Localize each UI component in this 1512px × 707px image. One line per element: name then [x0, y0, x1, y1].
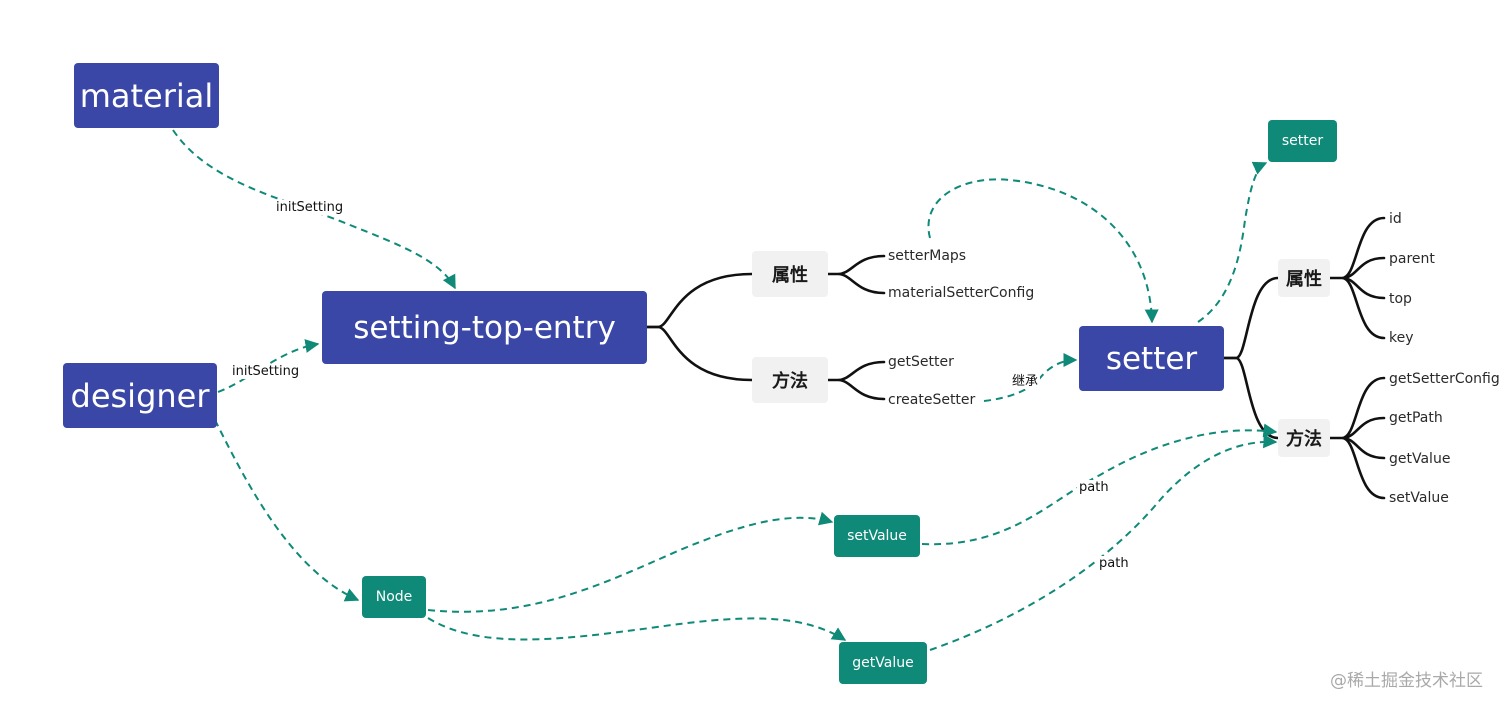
leaf-top[interactable]: top [1389, 291, 1412, 307]
link-settermaps-to-setter [927, 178, 1159, 324]
link-node-to-getvalue [427, 617, 847, 641]
material-node[interactable]: material [74, 63, 219, 128]
setter-small-node[interactable]: setter [1268, 120, 1337, 162]
link-setvalue-to-methods [921, 423, 1278, 546]
setter-node[interactable]: setter [1079, 326, 1224, 391]
leaf-settermaps[interactable]: setterMaps [888, 248, 967, 264]
setter-methods-group[interactable]: 方法 [1278, 419, 1330, 457]
link-getvalue-to-methods [929, 434, 1278, 651]
branch-ste-methods-leaves [826, 360, 886, 401]
leaf-key[interactable]: key [1389, 330, 1414, 346]
designer-node[interactable]: designer [63, 363, 217, 428]
edge-label-path-getvalue: path [1097, 556, 1131, 571]
getvalue-node[interactable]: getValue [839, 642, 927, 684]
branch-ste-to-props [645, 272, 754, 329]
leaf-getsetterconfig[interactable]: getSetterConfig [1389, 371, 1500, 387]
setting-top-entry-node[interactable]: setting-top-entry [322, 291, 647, 364]
leaf-setvalue[interactable]: setValue [1389, 490, 1449, 506]
leaf-createsetter[interactable]: createSetter [888, 392, 976, 408]
leaf-parent[interactable]: parent [1389, 251, 1435, 267]
link-designer-to-node [214, 419, 360, 602]
ste-methods-group[interactable]: 方法 [752, 357, 828, 403]
link-node-to-setvalue [427, 511, 834, 613]
edge-label-path-setvalue: path [1077, 480, 1111, 495]
edge-label-designer-initsetting: initSetting [230, 364, 302, 379]
branch-setter-props-leaves [1328, 216, 1386, 340]
node-node[interactable]: Node [362, 576, 426, 618]
ste-props-group[interactable]: 属性 [752, 251, 828, 297]
leaf-getvalue[interactable]: getValue [1389, 451, 1451, 467]
leaf-materialsetterconfig[interactable]: materialSetterConfig [888, 285, 1035, 301]
edge-label-inherit: 继承 [1010, 374, 1041, 389]
branch-ste-to-methods [645, 325, 754, 382]
branch-setter-to-methods [1222, 356, 1280, 440]
leaf-getsetter[interactable]: getSetter [888, 354, 954, 370]
watermark: @稀土掘金技术社区 [1330, 671, 1483, 691]
link-material-to-ste [172, 129, 456, 290]
setter-props-group[interactable]: 属性 [1278, 259, 1330, 297]
edge-label-material-initsetting: initSetting [274, 200, 346, 215]
setvalue-node[interactable]: setValue [834, 515, 920, 557]
branch-setter-methods-leaves [1328, 376, 1386, 500]
leaf-id[interactable]: id [1389, 211, 1402, 227]
link-setter-to-setter-node [1197, 161, 1268, 323]
branch-ste-props-leaves [826, 254, 886, 295]
branch-setter-to-props [1222, 276, 1280, 360]
leaf-getpath[interactable]: getPath [1389, 410, 1443, 426]
